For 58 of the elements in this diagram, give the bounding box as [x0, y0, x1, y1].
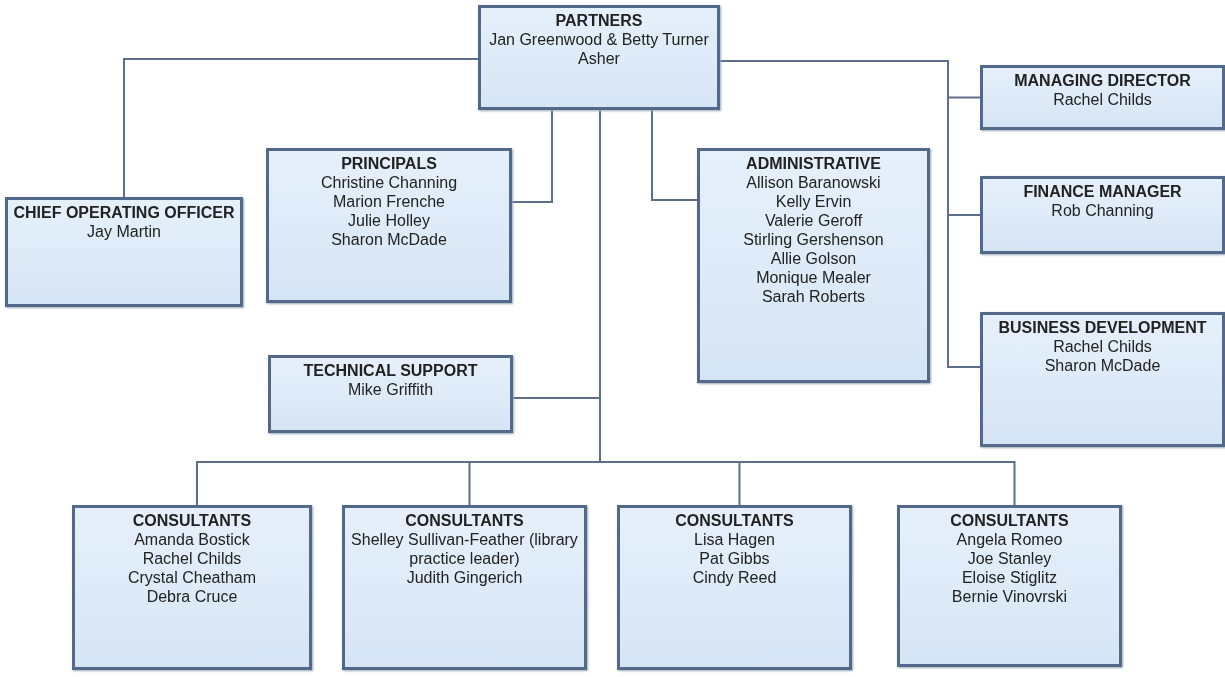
role-title: FINANCE MANAGER: [1023, 182, 1182, 201]
person-name: Marion Frenche: [332, 192, 445, 211]
person-name: Judith Gingerich: [406, 568, 523, 587]
person-name: Pat Gibbs: [699, 549, 770, 568]
person-name: Kelly Ervin: [775, 192, 852, 211]
person-name: Sharon McDade: [1044, 356, 1161, 375]
org-box: [617, 505, 852, 670]
org-box: [897, 505, 1122, 667]
person-name: Christine Channing: [320, 173, 458, 192]
person-name: Angela Romeo: [956, 530, 1063, 549]
org-box: [266, 148, 512, 303]
person-name: Jay Martin: [87, 222, 161, 241]
connector-line: [651, 109, 698, 201]
person-name: Bernie Vinovrski: [951, 587, 1068, 606]
person-name: Shelley Sullivan-Feather (library practice leader): [350, 530, 579, 568]
org-box: [72, 505, 312, 670]
person-name: Rob Channing: [1051, 201, 1154, 220]
person-name: Cindy Reed: [692, 568, 777, 587]
org-box: [980, 65, 1225, 130]
person-name: Allison Baranowski: [746, 173, 881, 192]
role-title: PRINCIPALS: [341, 154, 437, 173]
person-name: Rachel Childs: [142, 549, 242, 568]
org-box: [5, 197, 243, 307]
person-name: Debra Cruce: [146, 587, 238, 606]
org-box: [697, 148, 930, 383]
person-name: Amanda Bostick: [134, 530, 250, 549]
org-box: [980, 176, 1225, 254]
role-title: BUSINESS DEVELOPMENT: [998, 318, 1207, 337]
person-name: Rachel Childs: [1053, 90, 1152, 109]
role-title: CONSULTANTS: [675, 511, 794, 530]
org-box: [268, 355, 513, 433]
role-title: PARTNERS: [555, 11, 643, 30]
person-name: Lisa Hagen: [694, 530, 775, 549]
role-title: TECHNICAL SUPPORT: [303, 361, 478, 380]
person-name: Eloise Stiglitz: [961, 568, 1058, 587]
person-name: Allie Golson: [770, 249, 857, 268]
person-name: Joe Stanley: [967, 549, 1052, 568]
person-name: Valerie Geroff: [764, 211, 863, 230]
org-box: [478, 5, 720, 110]
role-title: CHIEF OPERATING OFFICER: [13, 203, 235, 222]
person-name: Julie Holley: [348, 211, 430, 230]
person-name: Mike Griffith: [347, 380, 434, 399]
person-name: Sharon McDade: [331, 230, 447, 249]
role-title: MANAGING DIRECTOR: [1014, 71, 1191, 90]
role-title: ADMINISTRATIVE: [746, 154, 881, 173]
person-name: Crystal Cheatham: [127, 568, 256, 587]
org-box: [980, 312, 1225, 447]
person-name: Rachel Childs: [1053, 337, 1152, 356]
role-title: CONSULTANTS: [950, 511, 1069, 530]
role-title: CONSULTANTS: [405, 511, 524, 530]
connector-line: [511, 109, 553, 203]
person-name: Monique Mealer: [756, 268, 871, 287]
person-name: Sarah Roberts: [761, 287, 866, 306]
org-box: [342, 505, 587, 670]
role-title: CONSULTANTS: [132, 511, 252, 530]
connector-line: [123, 58, 479, 198]
person-name: Stirling Gershenson: [743, 230, 884, 249]
person-name: Jan Greenwood & Betty Turner Asher: [488, 30, 710, 68]
